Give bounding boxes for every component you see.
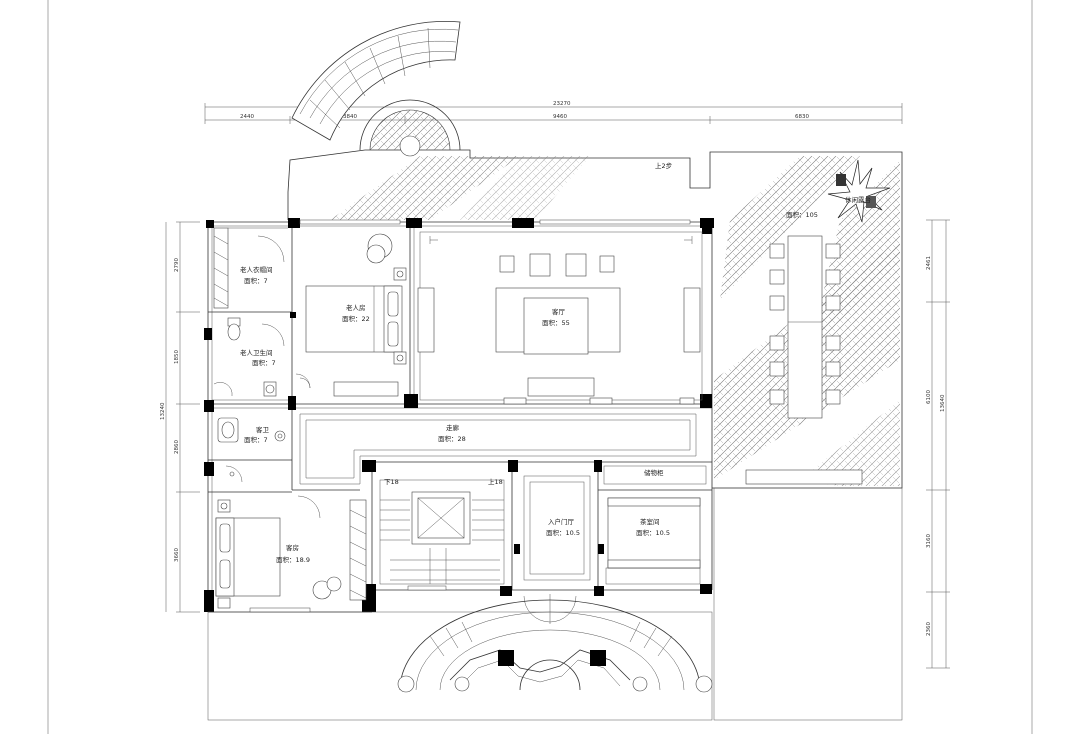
living-room-furniture: [417, 231, 703, 405]
top-windows: [299, 219, 691, 225]
dim-top-seg-4: 6830: [795, 114, 809, 120]
corridor-outline: [299, 413, 697, 485]
guest-wc-area: 面积：7: [244, 435, 268, 444]
dim-left-seg-1: 2790: [174, 258, 180, 272]
dim-top-seg-3: 9460: [553, 114, 567, 120]
elder-bathroom-name: 老人卫生间: [240, 348, 273, 357]
dim-top-total: 23270: [553, 101, 571, 107]
storage-name: 储物柜: [644, 468, 664, 477]
dim-left-seg-4: 3660: [174, 548, 180, 562]
living-room-area: 面积：55: [542, 318, 570, 327]
elder-bedroom-area: 面积：22: [342, 314, 370, 323]
guest-room-name: 客房: [286, 543, 299, 552]
guest-room-area: 面积：18.9: [276, 555, 310, 564]
dim-right-seg-4: 2360: [926, 622, 932, 636]
dim-right-seg-2: 6100: [926, 390, 932, 404]
terrace-area: 面积：105: [786, 210, 818, 219]
elder-bathroom-area: 面积：7: [252, 358, 276, 367]
terrace-name: 休闲露台: [845, 195, 871, 204]
entrance-hall-detail: [523, 475, 591, 624]
cloakroom-door-swing: [257, 235, 285, 263]
main-staircase: [379, 479, 505, 591]
guest-wc-fixtures: [217, 417, 286, 483]
terrace-dining-set: [745, 235, 863, 485]
elder-bedroom-furniture: [295, 233, 407, 397]
stair-up-label: 上18: [488, 477, 503, 486]
terrace-plant-icon: [827, 159, 891, 223]
tea-room-furniture: [605, 497, 701, 585]
cloakroom-area: 面积：7: [244, 276, 268, 285]
living-room-name: 客厅: [552, 307, 566, 316]
dim-top-seg-2: 3840: [343, 114, 357, 120]
stair-down-label: 下18: [384, 478, 399, 486]
bathroom-fixtures: [213, 317, 311, 397]
dim-right-total: 13640: [940, 394, 946, 412]
dim-left-total: 13240: [160, 402, 166, 420]
guest-room-furniture: [215, 495, 367, 613]
dim-right-seg-3: 3160: [926, 534, 932, 548]
front-courtyard: [207, 487, 903, 721]
cloakroom-name: 老人衣帽间: [240, 265, 273, 274]
tea-room-area: 面积：10.5: [636, 528, 670, 537]
right-dimension-lines: [926, 219, 950, 669]
entrance-hall-name: 入户门厅: [548, 517, 575, 526]
stair-up-2-label: 上2步: [655, 161, 673, 170]
tea-room-name: 茶室间: [640, 517, 660, 526]
guest-wc-name: 客卫: [256, 425, 270, 434]
dim-right-seg-1: 2461: [926, 256, 932, 270]
dim-left-seg-3: 2860: [174, 440, 180, 454]
storage-cabinet: [603, 465, 707, 485]
dim-left-seg-2: 1850: [174, 350, 180, 364]
spiral-staircase: [291, 21, 461, 157]
dim-top-seg-1: 2440: [240, 114, 254, 120]
corridor-area: 面积：28: [438, 434, 466, 443]
elder-bedroom-name: 老人房: [346, 303, 366, 312]
entrance-hall-area: 面积：10.5: [546, 528, 580, 537]
cloakroom-wardrobe: [213, 227, 288, 309]
left-dimension-lines: [165, 221, 200, 613]
corridor-name: 走廊: [446, 423, 460, 432]
